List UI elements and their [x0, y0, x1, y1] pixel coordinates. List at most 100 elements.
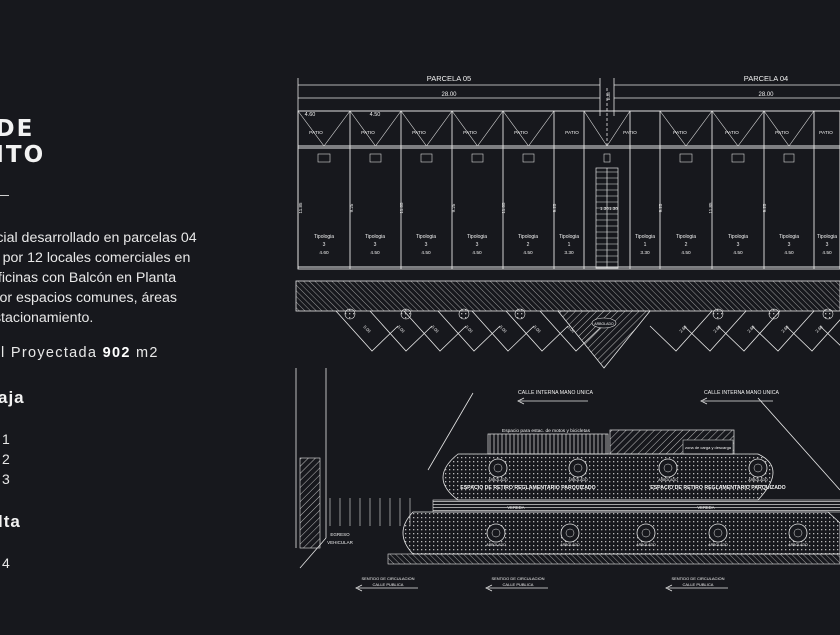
tree-symbol — [708, 523, 728, 543]
tree-trunk — [493, 463, 503, 473]
left-parking-bays — [329, 498, 411, 526]
patio-label: PATIO — [819, 130, 833, 136]
patio-label: PATIO — [673, 130, 687, 136]
title-line-1: O DE — [0, 116, 35, 142]
circulation-arrowhead — [355, 584, 363, 592]
site-plan-drawing: PARCELA 05 PARCELA 04 28.00 28.00 EJE 4.… — [295, 74, 840, 592]
unit-type-number: 1 — [568, 242, 571, 248]
stair-dimension: 1.30 — [600, 206, 609, 211]
tree-label: ARBOLADO — [708, 543, 728, 547]
parking-dimension: 2.60 — [712, 324, 722, 334]
tree-label: ARBOLADO — [748, 478, 768, 482]
street-label: CALLE INTERNA MANO UNICA — [518, 390, 593, 396]
bathroom-block — [471, 153, 484, 163]
circulation-arrowhead — [665, 584, 673, 592]
description-line: ada por espacios comunes, áreas — [0, 290, 177, 306]
unit-depth: 9.25 — [451, 203, 456, 212]
total-area-label: e Total Proyectada — [0, 345, 98, 361]
parking-bay — [717, 310, 781, 352]
project-title: O DE UNTO — [0, 116, 45, 168]
module-width: 4.50 — [370, 112, 381, 118]
parking-dimension: 5.00 — [498, 324, 508, 334]
parking-bay — [819, 325, 840, 346]
parcel-label-05: PARCELA 05 — [427, 74, 471, 83]
parking-bay — [335, 310, 399, 352]
tree-label: ARBOLADO — [568, 478, 588, 482]
circulation-label: CALLE PUBLICA — [503, 582, 534, 587]
street-label: CALLE INTERNA MANO UNICA — [704, 390, 779, 396]
unit-width: 4.50 — [523, 250, 533, 256]
front-sidewalk — [295, 280, 840, 312]
tree-symbol — [344, 308, 356, 320]
axis-mark: EJE — [606, 92, 611, 100]
internal-street — [517, 397, 773, 405]
unit-type-number: 3 — [737, 242, 740, 248]
tree-symbol — [560, 523, 580, 543]
unit-type-label: Tipologia — [728, 234, 748, 240]
parking-dimension: 2.60 — [814, 324, 824, 334]
unit-type-number: 3 — [374, 242, 377, 248]
tree-trunk — [663, 463, 673, 473]
tree-label: ARBOLADO — [594, 322, 614, 326]
tree-symbol — [591, 317, 617, 329]
circulation-label: SENTIDO DE CIRCULACION — [671, 576, 724, 581]
unit-width: 4.50 — [681, 250, 691, 256]
unit-type-label: Tipologia — [635, 234, 655, 240]
patio-label: PATIO — [775, 130, 789, 136]
circulation-arrowhead — [485, 584, 493, 592]
patio-label: PATIO — [361, 130, 375, 136]
tree-trunk — [565, 528, 575, 538]
patio-truss — [297, 110, 351, 147]
unit-type-label: Tipologia — [676, 234, 696, 240]
tree-trunk — [713, 528, 723, 538]
parking-dimension: 5.00 — [430, 324, 440, 334]
tree-symbol — [568, 458, 588, 478]
public-street-circulation — [355, 584, 728, 592]
circulation-label: SENTIDO DE CIRCULACION — [491, 576, 544, 581]
unit-type-number: 3 — [323, 242, 326, 248]
section-planta-alta: lta — [0, 512, 21, 531]
vereda-label: VEREDA — [507, 505, 524, 510]
exit-label: EGRESO — [330, 532, 350, 537]
unit-depth: 11.85 — [399, 202, 404, 213]
parking-bay — [369, 310, 433, 352]
patio-label: PATIO — [725, 130, 739, 136]
unit-depth: 9.25 — [552, 203, 557, 212]
moto-parking — [487, 433, 609, 455]
title-divider — [0, 195, 9, 196]
patio-truss — [349, 110, 402, 147]
bathroom-block — [522, 153, 535, 163]
module-width: 4.60 — [305, 112, 316, 118]
unit-type-label: Tipologia — [314, 234, 334, 240]
unit-type-number: 3 — [788, 242, 791, 248]
tree-trunk — [491, 528, 501, 538]
parcel-width-05: 28.00 — [441, 92, 457, 98]
parking-dimension: 5.00 — [532, 324, 542, 334]
patio-truss — [711, 110, 765, 147]
parking-dimension: 5.00 — [362, 324, 372, 334]
project-info-panel: O DE UNTO omercial desarrollado en parce… — [0, 0, 290, 630]
unit-width: 4.50 — [472, 250, 482, 256]
unit-type-label: Tipologia — [416, 234, 436, 240]
total-area-unit: m2 — [136, 345, 159, 361]
green-strip-lower — [402, 511, 840, 555]
unit-depth: 11.85 — [298, 202, 303, 213]
parcel-label-04: PARCELA 04 — [744, 74, 788, 83]
unit-depth: 9.25 — [349, 203, 354, 212]
parking-bay — [505, 310, 569, 352]
parking-dimension: 2.60 — [678, 324, 688, 334]
tree-label: ARBOLADO — [488, 478, 508, 482]
baja-item: 1 — [2, 431, 10, 447]
bathroom-block — [783, 153, 795, 163]
parking-dimension: 5.00 — [464, 324, 474, 334]
tree-label: ARBOLADO — [788, 543, 808, 547]
unit-depth: 11.85 — [708, 202, 713, 213]
patio-truss — [763, 110, 815, 147]
bathroom-block — [731, 153, 745, 163]
unit-type-label: Tipologia — [817, 234, 837, 240]
parking-bay — [785, 319, 840, 352]
patio-structure — [297, 110, 815, 163]
alta-item: 4 — [2, 555, 10, 571]
